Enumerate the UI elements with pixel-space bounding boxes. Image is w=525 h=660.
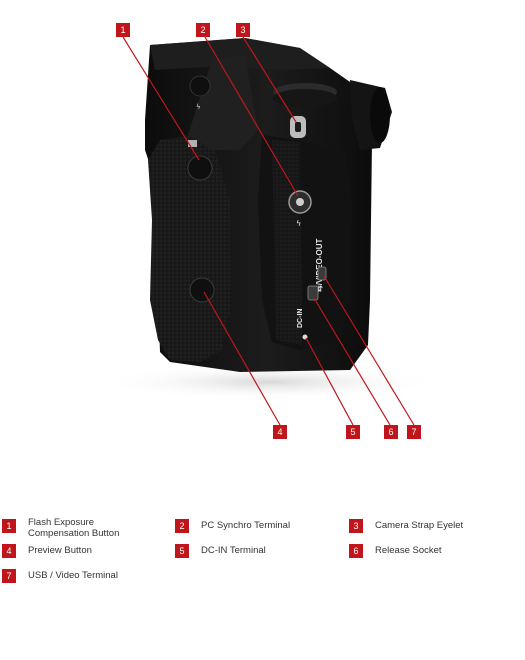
legend-label-1: Flash Exposure Compensation Button [28,517,120,539]
legend-badge-7: 7 [2,569,16,583]
floor-shadow [100,364,440,400]
leader-line-5 [305,337,354,426]
flash-exposure-compensation-button [187,155,213,181]
camera-diagram: ϟ ϟ ⇆/VIDEO-OUT DC-IN 1 2 3 4 5 6 7 [100,23,440,439]
eyepiece-cup [370,87,390,143]
leader-line-7 [323,275,415,426]
legend-label-6: Release Socket [375,545,442,556]
dc-in-port [307,285,319,301]
legend-badge-6: 6 [349,544,363,558]
svg-text:ϟ: ϟ [296,219,301,228]
camera-illustration: ϟ ϟ ⇆/VIDEO-OUT DC-IN [100,36,440,426]
leader-line-2 [204,36,299,197]
legend-badge-4: 4 [2,544,16,558]
leader-line-1 [122,36,200,161]
dc-in-label: DC-IN [297,309,304,328]
callout-7: 7 [407,425,421,439]
flash-panel [188,55,258,150]
leader-line-6 [313,297,391,426]
callout-2: 2 [196,23,210,37]
legend-label-5: DC-IN Terminal [201,545,266,556]
upper-button [189,75,211,97]
callout-1: 1 [116,23,130,37]
leader-lines [122,36,415,426]
leader-line-4 [203,291,281,426]
callout-6: 6 [384,425,398,439]
callout-4: 4 [273,425,287,439]
preview-button [189,277,215,303]
legend-label-3: Camera Strap Eyelet [375,520,464,531]
legend-badge-5: 5 [175,544,189,558]
legend-label-4: Preview Button [28,545,92,556]
legend-label-7: USB / Video Terminal [28,570,118,581]
callout-3: 3 [236,23,250,37]
terminal-panel [258,135,352,350]
prism-top [150,38,330,70]
legend-label-2: PC Synchro Terminal [201,520,291,531]
usb-video-label: ⇆/VIDEO-OUT [315,239,324,292]
callout-5: 5 [346,425,360,439]
leader-line-3 [242,36,297,123]
legend-badge-1: 1 [2,519,16,533]
svg-text:ϟ: ϟ [196,103,201,111]
flash-comp-icon [188,140,197,147]
legend-badge-3: 3 [349,519,363,533]
legend-badge-2: 2 [175,519,189,533]
